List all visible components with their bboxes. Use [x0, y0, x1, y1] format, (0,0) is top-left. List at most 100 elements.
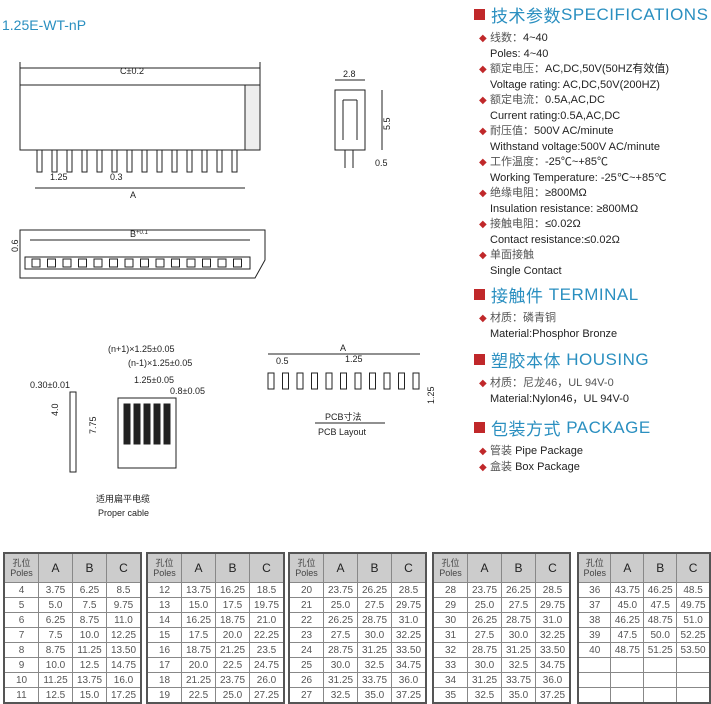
table-cell: 25.0: [467, 597, 502, 613]
side-view: 2.8 5.5 0.5: [334, 69, 392, 168]
spec-en: Withstand voltage:500V AC/minute: [490, 140, 660, 153]
table-cell: [643, 672, 678, 688]
pin: [171, 149, 178, 173]
table-cell: 22: [288, 612, 324, 628]
table-cell: 28.5: [391, 582, 427, 598]
table-cell: 28.75: [357, 612, 392, 628]
poles-header-zh: 孔位: [585, 558, 604, 568]
table-cell: 19: [146, 687, 182, 704]
spec-value-zh: 500V AC/minute: [534, 125, 614, 137]
pcb-pad: [282, 372, 289, 390]
pin: [186, 149, 193, 173]
table-cell: 45.0: [610, 597, 645, 613]
spec-label-zh: 额定电压：: [490, 63, 545, 75]
table-cell: 32.25: [535, 627, 571, 643]
specs-heading-en: SPECIFICATIONS: [561, 4, 709, 24]
table-cell: 26: [288, 672, 324, 688]
slot: [155, 258, 165, 268]
table-cell: 34: [432, 672, 468, 688]
table-cell: [676, 687, 711, 704]
table-cell: 13.75: [72, 672, 107, 688]
table-cell: 51.0: [676, 612, 711, 628]
spec-en: Current rating:0.5A,AC,DC: [490, 109, 621, 122]
table-cell: 26.25: [501, 582, 536, 598]
table-cell: 23.75: [215, 672, 250, 688]
table-cell: 30: [432, 612, 468, 628]
pin: [126, 149, 133, 173]
table-cell: [643, 687, 678, 704]
dim-cable-pitch: 1.25±0.05: [134, 375, 174, 385]
terminal-heading-en: TERMINAL: [548, 284, 639, 304]
slot: [233, 258, 242, 268]
table-cell: 25.0: [215, 687, 250, 704]
table-cell: 32: [432, 642, 468, 658]
slot: [186, 258, 196, 268]
spec-label-zh: 绝缘电阻：: [490, 187, 545, 199]
pin: [36, 149, 43, 173]
table-cell: 29.75: [391, 597, 427, 613]
column-header: B: [72, 552, 107, 583]
spec-value-zh: AC,DC,50V(50HZ有效值): [545, 63, 670, 75]
table-cell: 21.25: [181, 672, 216, 688]
table-cell: 28: [432, 582, 468, 598]
table-cell: 16.25: [215, 582, 250, 598]
table-cell: 13.50: [106, 642, 142, 658]
table-cell: 15.0: [181, 597, 216, 613]
column-header: C: [391, 552, 427, 583]
spec-label-zh: 线数：: [490, 32, 523, 44]
column-header: A: [467, 552, 502, 583]
diamond-bullet-icon: ◆: [479, 250, 487, 261]
table-cell: 49.75: [676, 597, 711, 613]
table-cell: 5: [3, 597, 39, 613]
table-cell: 12.5: [38, 687, 73, 704]
table-cell: 26.25: [357, 582, 392, 598]
dim-cable-4: 4.0: [50, 403, 60, 416]
table-cell: 15: [146, 627, 182, 643]
table-cell: 10: [3, 672, 39, 688]
table-cell: 8.75: [38, 642, 73, 658]
table-cell: 37.25: [391, 687, 427, 704]
table-cell: 33.50: [391, 642, 427, 658]
spec-value-zh: 0.5A,AC,DC: [545, 94, 605, 106]
spec-en: Insulation resistance: ≥800MΩ: [490, 202, 639, 215]
table-cell: 24: [288, 642, 324, 658]
table-cell: 46.25: [643, 582, 678, 598]
table-cell: 7.5: [72, 597, 107, 613]
table-cell: 23.75: [467, 582, 502, 598]
table-cell: 32.5: [501, 657, 536, 673]
terminal-material-en: Material:Phosphor Bronze: [490, 327, 618, 340]
table-cell: 28.5: [535, 582, 571, 598]
table-cell: 20: [288, 582, 324, 598]
table-cell: 11.25: [38, 672, 73, 688]
slot: [62, 258, 72, 268]
spec-en: Contact resistance:≤0.02Ω: [490, 233, 620, 246]
table-cell: 18.75: [215, 612, 250, 628]
table-cell: 6.25: [38, 612, 73, 628]
table-cell: 28.75: [323, 642, 358, 658]
table-cell: 14.75: [106, 657, 142, 673]
table-cell: 31.25: [357, 642, 392, 658]
front-view: C±0.2 A 1.25 0.3: [19, 62, 261, 200]
table-cell: 32.25: [391, 627, 427, 643]
package-item-zh: 管装: [490, 445, 512, 457]
table-cell: 36.0: [535, 672, 571, 688]
diamond-bullet-icon: ◆: [479, 157, 487, 168]
pin: [231, 149, 238, 173]
column-header: A: [181, 552, 216, 583]
